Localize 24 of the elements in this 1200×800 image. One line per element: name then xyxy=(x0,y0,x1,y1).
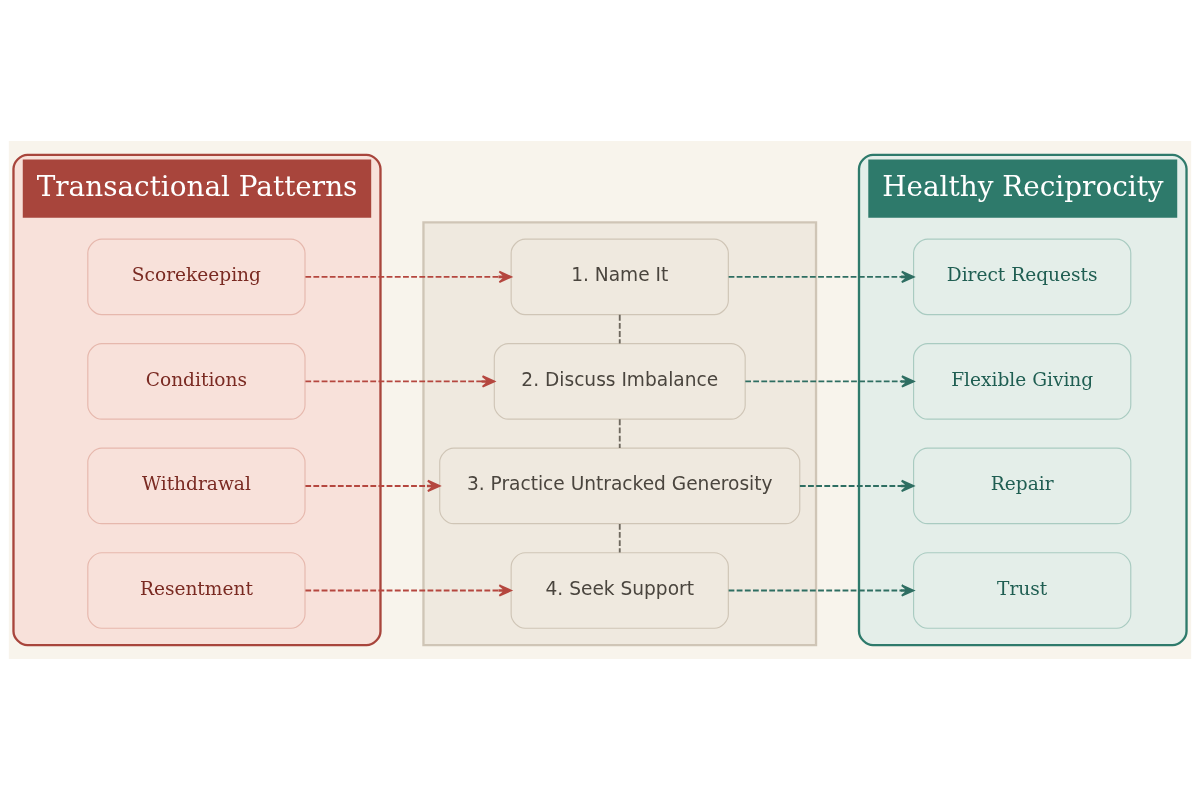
arrow xyxy=(798,479,915,493)
node-box: 3. Practice Untracked Generosity xyxy=(439,447,801,525)
node-box: Flexible Giving xyxy=(913,343,1132,420)
node-box: Trust xyxy=(913,552,1132,629)
arrow xyxy=(304,479,441,493)
arrow xyxy=(727,584,915,597)
node-box: 1. Name It xyxy=(510,238,729,316)
arrow xyxy=(304,270,512,284)
arrow xyxy=(727,270,915,284)
node-box: Conditions xyxy=(87,343,306,420)
cluster xyxy=(422,221,818,647)
node-box: Withdrawal xyxy=(87,447,306,525)
node-box: Resentment xyxy=(87,552,306,629)
arrow xyxy=(304,584,512,597)
node-box: 4. Seek Support xyxy=(510,552,729,629)
arrow xyxy=(744,375,915,388)
node-box: Scorekeeping xyxy=(87,238,306,316)
connector xyxy=(618,522,621,554)
arrow xyxy=(304,375,496,388)
node-box: 2. Discuss Imbalance xyxy=(493,343,746,420)
node-box: Repair xyxy=(913,447,1132,525)
connector xyxy=(618,313,621,345)
connector xyxy=(618,418,621,449)
node-box: Direct Requests xyxy=(913,238,1132,316)
